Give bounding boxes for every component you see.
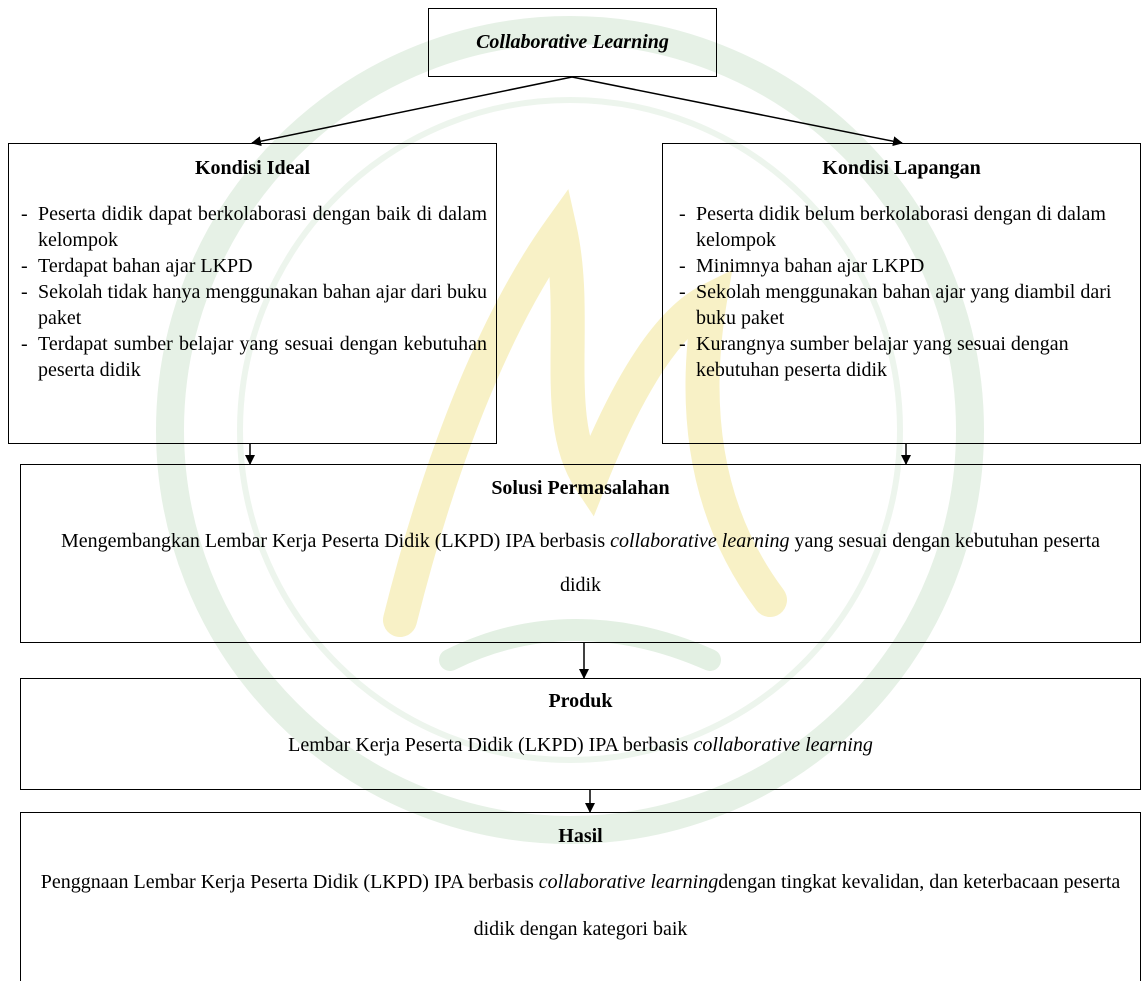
kondisi-ideal-box: Kondisi Ideal Peserta didik dapat berkol… xyxy=(8,143,497,444)
kondisi-lapangan-title: Kondisi Lapangan xyxy=(822,157,981,179)
list-item: Terdapat sumber belajar yang sesuai deng… xyxy=(21,331,487,383)
hasil-text-part: Penggnaan Lembar Kerja Peserta Didik (LK… xyxy=(40,871,539,893)
list-item: Terdapat bahan ajar LKPD xyxy=(21,253,487,279)
list-item: Kurangnya sumber belajar yang sesuai den… xyxy=(679,331,1131,383)
produk-box: Produk Lembar Kerja Peserta Didik (LKPD)… xyxy=(20,678,1141,790)
kondisi-ideal-title: Kondisi Ideal xyxy=(194,157,311,179)
collaborative-learning-box: Collaborative Learning xyxy=(428,8,717,77)
kondisi-lapangan-list: Peserta didik belum berkolaborasi dengan… xyxy=(679,201,1131,383)
solusi-text-part: yang sesuai dengan kebutuhan peserta did… xyxy=(559,530,1100,596)
hasil-text: Penggnaan Lembar Kerja Peserta Didik (LK… xyxy=(31,859,1130,953)
list-item: Minimnya bahan ajar LKPD xyxy=(679,253,1131,279)
list-item: Peserta didik dapat berkolaborasi dengan… xyxy=(21,201,487,253)
produk-text-italic: collaborative learning xyxy=(693,734,873,756)
hasil-text-italic: collaborative learning xyxy=(538,871,719,893)
produk-text-part: Lembar Kerja Peserta Didik (LKPD) IPA be… xyxy=(288,734,694,756)
produk-text: Lembar Kerja Peserta Didik (LKPD) IPA be… xyxy=(21,734,1140,757)
hasil-box: Hasil Penggnaan Lembar Kerja Peserta Did… xyxy=(20,812,1141,981)
solusi-permasalahan-box: Solusi Permasalahan Mengembangkan Lembar… xyxy=(20,464,1141,643)
solusi-permasalahan-title: Solusi Permasalahan xyxy=(491,477,670,499)
kondisi-lapangan-box: Kondisi Lapangan Peserta didik belum ber… xyxy=(662,143,1141,444)
hasil-title: Hasil xyxy=(558,825,603,847)
solusi-text-italic: collaborative learning xyxy=(610,530,790,552)
list-item: Sekolah menggunakan bahan ajar yang diam… xyxy=(679,279,1131,331)
list-item: Sekolah tidak hanya menggunakan bahan aj… xyxy=(21,279,487,331)
hasil-text-part: dengan tingkat kevalidan, dan keterbacaa… xyxy=(473,871,1121,940)
list-item: Peserta didik belum berkolaborasi dengan… xyxy=(679,201,1131,253)
produk-title: Produk xyxy=(548,690,613,712)
kondisi-ideal-list: Peserta didik dapat berkolaborasi dengan… xyxy=(21,201,487,383)
solusi-permasalahan-text: Mengembangkan Lembar Kerja Peserta Didik… xyxy=(41,519,1120,607)
solusi-text-part: Mengembangkan Lembar Kerja Peserta Didik… xyxy=(60,530,611,552)
collaborative-learning-label: Collaborative Learning xyxy=(476,31,669,53)
